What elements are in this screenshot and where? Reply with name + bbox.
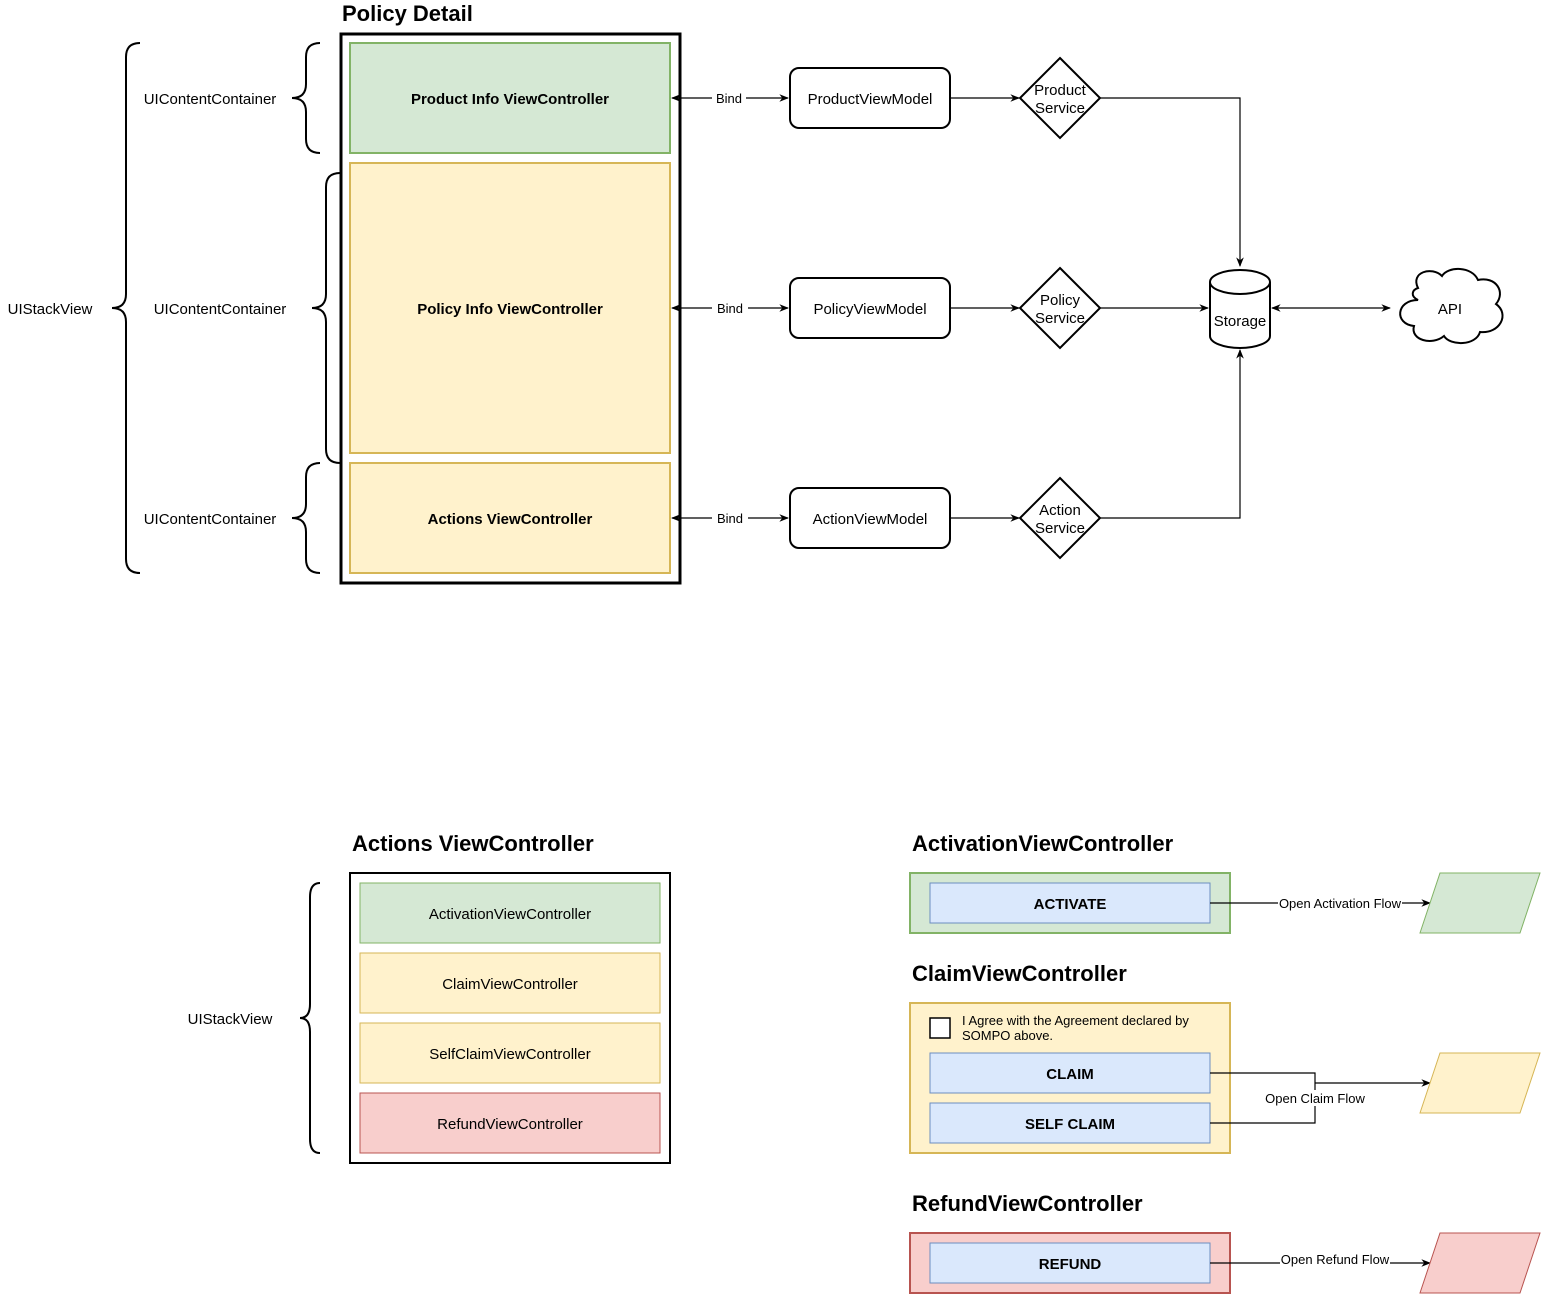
content-container-label-3: UIContentContainer (144, 511, 277, 528)
policy-service-label-1: Policy (1040, 292, 1081, 309)
refund-flow-parallelogram (1419, 1232, 1541, 1294)
storage-label: Storage (1214, 313, 1267, 330)
action-service-diamond (1018, 476, 1102, 560)
content-container-label-1: UIContentContainer (144, 91, 277, 108)
claim-button-label: CLAIM (1046, 1066, 1094, 1083)
activate-button[interactable] (929, 882, 1211, 924)
self-claim-item-box (359, 1022, 661, 1084)
claim-flow-parallelogram (1419, 1052, 1541, 1114)
actions-controller-box (349, 462, 671, 574)
agreement-text-line-1: I Agree with the Agreement declared by (962, 1013, 1189, 1028)
refund-button[interactable] (929, 1242, 1211, 1284)
action-service-label-2: Service (1035, 520, 1085, 537)
refund-item-box (359, 1092, 661, 1154)
refund-button-label: REFUND (1039, 1256, 1102, 1273)
refund-section-title: RefundViewController (912, 1191, 1143, 1216)
activation-flow-label: Open Activation Flow (1279, 896, 1402, 911)
claim-item-label: ClaimViewController (442, 976, 578, 993)
policy-service-label-2: Service (1035, 310, 1085, 327)
claim-section-title: ClaimViewController (912, 961, 1127, 986)
actions-controller-label: Actions ViewController (428, 511, 593, 528)
actions-stack-brace (299, 882, 321, 1154)
activation-section-title: ActivationViewController (912, 831, 1174, 856)
self-claim-item-label: SelfClaimViewController (429, 1046, 590, 1063)
self-claim-button[interactable] (929, 1102, 1211, 1144)
self-claim-button-label: SELF CLAIM (1025, 1116, 1115, 1133)
activation-item-box (359, 882, 661, 944)
product-service-label-1: Product (1034, 82, 1087, 99)
claim-button[interactable] (929, 1052, 1211, 1094)
product-info-controller-label: Product Info ViewController (411, 91, 609, 108)
container-brace-2 (311, 172, 341, 464)
product-service-storage-arrow (1100, 97, 1244, 267)
api-label: API (1438, 301, 1462, 318)
stack-view-label: UIStackView (8, 301, 93, 318)
api-cloud (1399, 268, 1504, 344)
content-container-label-2: UIContentContainer (154, 301, 287, 318)
agreement-checkbox[interactable] (929, 1017, 951, 1039)
stack-brace (111, 42, 141, 574)
action-viewmodel-label: ActionViewModel (813, 511, 928, 528)
activation-item-label: ActivationViewController (429, 906, 591, 923)
activation-flow-parallelogram (1419, 872, 1541, 934)
policy-info-controller-label: Policy Info ViewController (417, 301, 603, 318)
claim-flow-connector (1210, 1072, 1316, 1083)
refund-item-label: RefundViewController (437, 1116, 583, 1133)
policy-service-diamond (1018, 266, 1102, 350)
storage-cylinder (1209, 269, 1271, 349)
policy-detail-title: Policy Detail (342, 1, 473, 26)
container-brace-3 (291, 462, 321, 574)
bind-label-2: Bind (717, 301, 743, 316)
product-service-diamond (1018, 56, 1102, 140)
activate-button-label: ACTIVATE (1034, 896, 1107, 913)
action-service-label-1: Action (1039, 502, 1081, 519)
policy-info-controller-box (349, 162, 671, 454)
action-service-storage-arrow (1100, 349, 1244, 519)
policy-viewmodel-label: PolicyViewModel (813, 301, 926, 318)
product-viewmodel-label: ProductViewModel (808, 91, 933, 108)
product-service-label-2: Service (1035, 100, 1085, 117)
actions-section-title: Actions ViewController (352, 831, 594, 856)
refund-flow-label: Open Refund Flow (1281, 1252, 1390, 1267)
container-brace-1 (291, 42, 321, 154)
product-info-controller-box (349, 42, 671, 154)
claim-flow-label: Open Claim Flow (1265, 1091, 1365, 1106)
actions-stack-label: UIStackView (188, 1011, 273, 1028)
bind-label-3: Bind (717, 511, 743, 526)
bind-label-1: Bind (716, 91, 742, 106)
agreement-text-line-2: SOMPO above. (962, 1028, 1053, 1043)
claim-item-box (359, 952, 661, 1014)
